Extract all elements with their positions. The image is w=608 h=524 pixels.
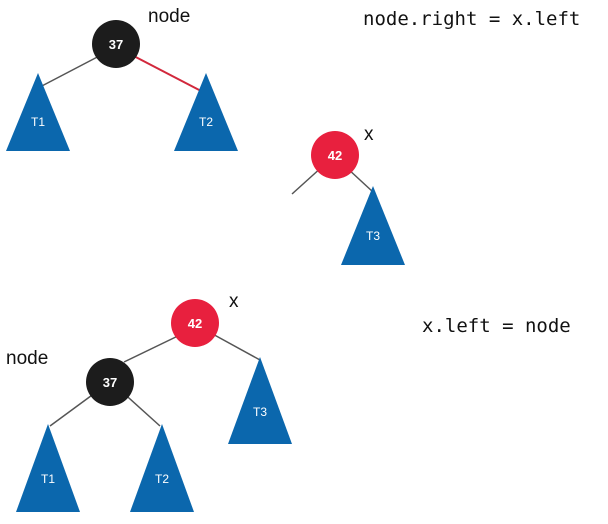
top-subtree-t3 [341, 186, 405, 265]
top-subtree-t1 [6, 73, 70, 151]
bottom-node-37-value: 37 [103, 375, 117, 390]
bottom-code-text: x.left = node [422, 315, 571, 337]
top-node-37 [92, 20, 140, 68]
top-node-42-value: 42 [328, 148, 342, 163]
bottom-node-42 [171, 299, 219, 347]
top-x-label: x [364, 124, 374, 145]
top-subtree-t1-label: T1 [31, 115, 45, 129]
top-code-text: node.right = x.left [363, 8, 580, 30]
top-node-42 [311, 131, 359, 179]
top-subtree-t3-label: T3 [366, 229, 380, 243]
top-subtree-t2 [174, 73, 238, 151]
top-subtree-t2-label: T2 [199, 115, 213, 129]
bottom-edge-42-37 [123, 333, 183, 363]
top-edge-37-t1 [37, 52, 106, 89]
bottom-node-42-value: 42 [188, 316, 202, 331]
bottom-subtree-t3-label: T3 [253, 405, 267, 419]
bottom-subtree-t3 [228, 357, 292, 444]
bottom-edge-42-t3 [208, 331, 261, 361]
bottom-x-label: x [229, 291, 239, 312]
bottom-node-label: node [6, 348, 48, 369]
bottom-subtree-t2-label: T2 [155, 472, 169, 486]
bottom-subtree-t1-label: T1 [41, 472, 55, 486]
bottom-subtree-t2 [130, 424, 194, 512]
top-node-37-value: 37 [109, 37, 123, 52]
bottom-panel: x.left = node T3 T1 T2 42 x 37 node [6, 291, 571, 512]
bottom-subtree-t1 [16, 424, 80, 512]
bottom-node-37 [86, 358, 134, 406]
top-node-label: node [148, 6, 190, 27]
top-panel: node.right = x.left T1 T2 T3 37 node 42 … [6, 6, 580, 265]
top-edge-37-t2-red [127, 52, 204, 93]
